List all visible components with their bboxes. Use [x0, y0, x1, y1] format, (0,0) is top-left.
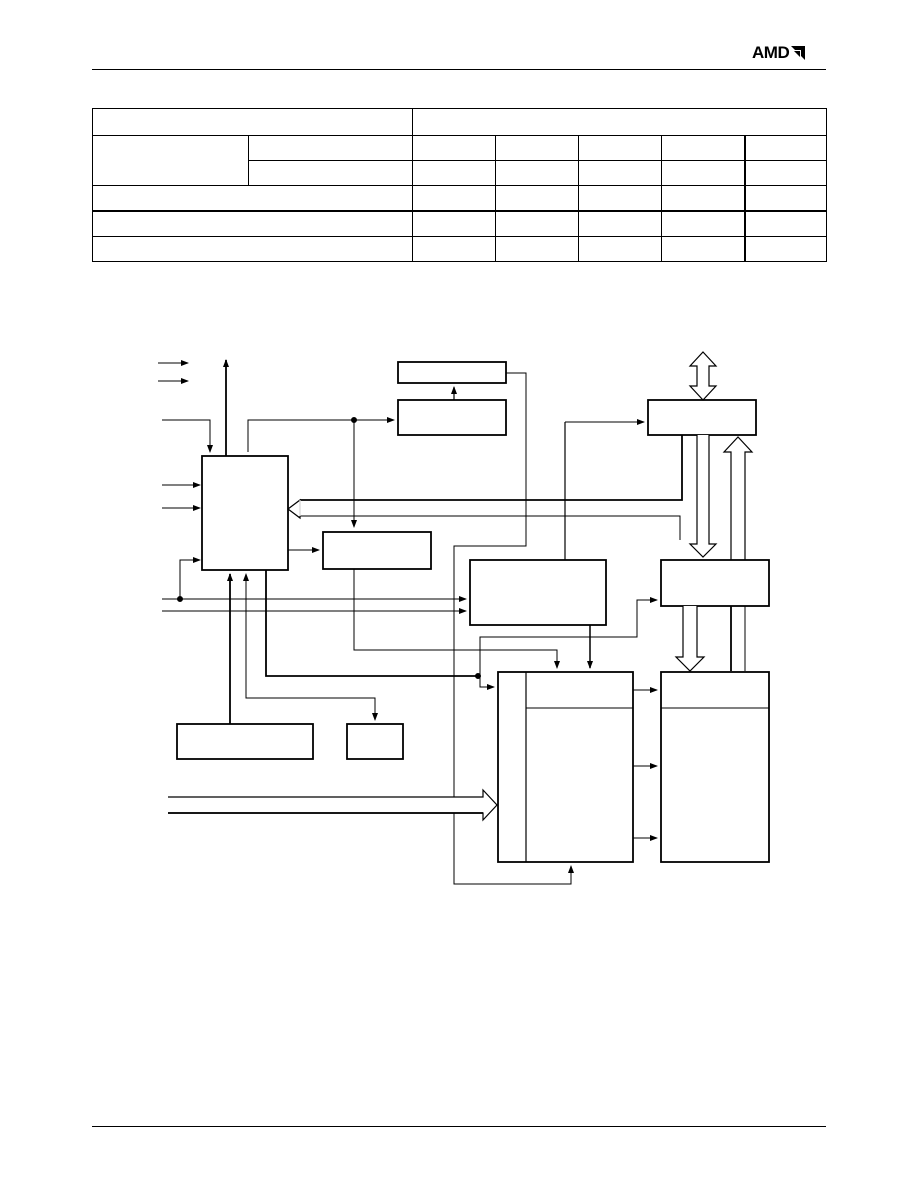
table-cell — [92, 185, 413, 212]
input-signal — [162, 419, 213, 453]
bus-arrow-down-icon — [688, 435, 718, 558]
register-block — [397, 399, 507, 436]
io-buffer-block — [647, 399, 757, 436]
table-cell — [495, 135, 579, 161]
table-cell — [248, 160, 413, 186]
table-row — [92, 135, 828, 186]
input-signal — [179, 557, 201, 598]
table-cell — [743, 185, 828, 212]
bottom-block-left — [176, 723, 314, 760]
table-row — [92, 236, 828, 262]
header-rule — [92, 69, 826, 70]
address-block — [469, 559, 607, 626]
footer-rule — [92, 1126, 826, 1127]
spec-table — [92, 108, 828, 262]
table-cell — [743, 236, 828, 262]
table-cell — [411, 108, 828, 136]
table-cell — [743, 160, 828, 186]
bus-arrow-icon — [287, 498, 301, 520]
junction-dot — [177, 596, 183, 602]
brand-logo: AMD — [752, 42, 806, 64]
table-cell — [92, 135, 249, 186]
table-cell — [578, 210, 662, 237]
table-row — [93, 160, 828, 186]
table-cell — [578, 160, 662, 186]
data-bus-line — [300, 435, 683, 501]
table-row — [92, 185, 828, 212]
amd-arrow-logo-icon — [791, 46, 806, 60]
table-row — [92, 108, 828, 136]
control-bus-line — [300, 515, 681, 540]
table-cell — [412, 236, 496, 262]
memory-array-block — [497, 671, 634, 863]
junction-dot — [475, 673, 481, 679]
feedback-line — [453, 372, 574, 885]
control-signal — [247, 417, 395, 452]
table-cell — [495, 160, 579, 186]
bidirectional-bus-icon — [688, 351, 718, 401]
bus-arrow-up-icon — [722, 436, 754, 560]
connector-arrow — [479, 597, 658, 676]
output-block — [660, 671, 770, 863]
table-cell — [412, 185, 496, 212]
control-signal — [265, 570, 480, 677]
register-block-top — [397, 361, 507, 384]
connector-arrow — [479, 676, 495, 690]
brand-wordmark: AMD — [752, 43, 790, 62]
table-cell — [495, 185, 579, 212]
data-latch-block — [660, 559, 770, 607]
bus-arrow-down-icon — [674, 606, 706, 672]
table-cell — [412, 210, 496, 237]
table-cell — [661, 135, 745, 161]
table-cell — [495, 236, 579, 262]
counter-block — [322, 531, 432, 570]
control-block — [201, 455, 289, 571]
table-cell — [578, 236, 662, 262]
table-cell — [661, 160, 745, 186]
connector-arrow — [353, 569, 560, 669]
bottom-block-small — [346, 723, 404, 760]
table-cell — [412, 160, 496, 186]
table-cell — [661, 210, 745, 237]
table-cell — [412, 135, 496, 161]
address-bus-arrow-icon — [168, 788, 498, 822]
